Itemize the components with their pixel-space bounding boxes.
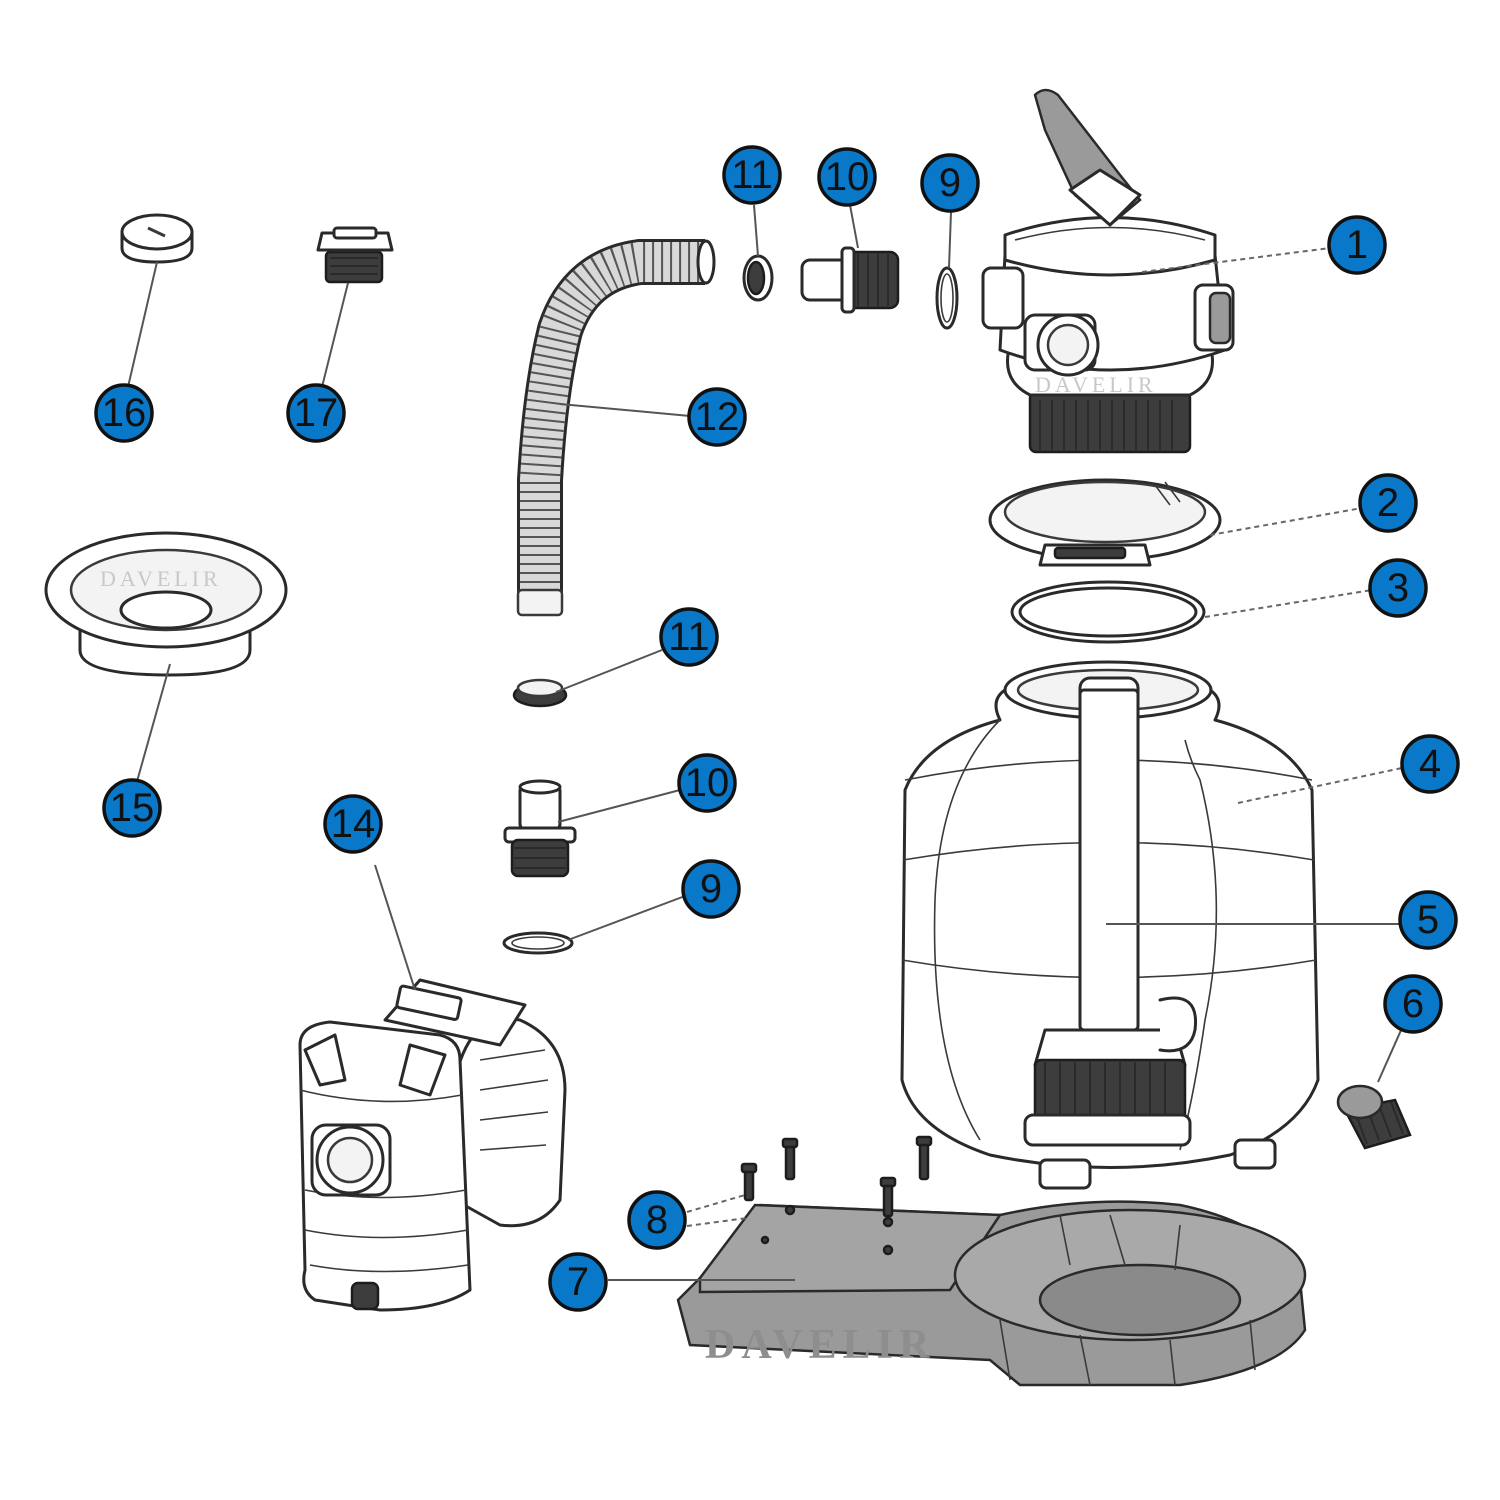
badge-4: 4 bbox=[1400, 734, 1460, 794]
hose-adapter-lower bbox=[503, 779, 577, 878]
badge-11-lower: 11 bbox=[659, 607, 719, 667]
end-cap bbox=[120, 213, 194, 264]
multiport-valve bbox=[981, 88, 1235, 454]
badge-12-label: 12 bbox=[695, 395, 740, 439]
badge-5: 5 bbox=[1398, 890, 1458, 950]
tank-o-ring bbox=[1010, 580, 1206, 644]
badge-11-lower-label: 11 bbox=[668, 615, 710, 659]
badge-12: 12 bbox=[687, 387, 747, 447]
badge-4-label: 4 bbox=[1419, 742, 1441, 786]
badge-14: 14 bbox=[323, 794, 383, 854]
badge-10-top: 10 bbox=[817, 147, 877, 207]
badge-16: 16 bbox=[94, 383, 154, 443]
badge-8: 8 bbox=[627, 1190, 687, 1250]
filter-base: DAVELIR bbox=[676, 1200, 1307, 1387]
badge-9-lower-label: 9 bbox=[700, 867, 722, 911]
union-o-ring-lower bbox=[502, 931, 574, 955]
strainer-watermark: DAVELIR bbox=[100, 566, 222, 591]
badge-11-top-label: 11 bbox=[731, 153, 773, 197]
valve-watermark: DAVELIR bbox=[1035, 372, 1157, 397]
badge-7-label: 7 bbox=[567, 1260, 589, 1304]
badge-15: 15 bbox=[102, 778, 162, 838]
badge-2-label: 2 bbox=[1377, 481, 1399, 525]
badge-5-label: 5 bbox=[1417, 898, 1439, 942]
flexible-hose bbox=[516, 239, 716, 617]
badge-6: 6 bbox=[1383, 974, 1443, 1034]
badge-16-label: 16 bbox=[102, 391, 147, 435]
badge-3-label: 3 bbox=[1387, 566, 1409, 610]
threaded-plug bbox=[316, 226, 394, 284]
badge-3: 3 bbox=[1368, 558, 1428, 618]
badge-14-label: 14 bbox=[331, 802, 376, 846]
badge-9-top-label: 9 bbox=[939, 161, 961, 205]
badge-8-label: 8 bbox=[646, 1198, 668, 1242]
base-watermark: DAVELIR bbox=[705, 1322, 935, 1368]
badge-15-label: 15 bbox=[110, 786, 155, 830]
badge-11-top: 11 bbox=[722, 145, 782, 205]
union-o-ring-top bbox=[935, 266, 959, 330]
filter-pump bbox=[298, 978, 567, 1312]
hose-adapter-top bbox=[800, 246, 900, 314]
hose-nut-top bbox=[742, 254, 774, 302]
leader-lines bbox=[127, 204, 1403, 1281]
drain-plug bbox=[1336, 1084, 1412, 1150]
badge-2: 2 bbox=[1358, 473, 1418, 533]
badge-1: 1 bbox=[1327, 215, 1387, 275]
base-screws bbox=[740, 1135, 933, 1218]
badge-17-label: 17 bbox=[294, 391, 339, 435]
badge-10-lower-label: 10 bbox=[685, 761, 730, 805]
badge-6-label: 6 bbox=[1402, 982, 1424, 1026]
standpipe-lateral-assembly bbox=[1023, 676, 1198, 1147]
badge-9-top: 9 bbox=[920, 153, 980, 213]
tank-clamp bbox=[988, 478, 1222, 567]
strainer-ring: DAVELIR bbox=[44, 531, 288, 677]
badge-10-lower: 10 bbox=[677, 753, 737, 813]
hose-nut-lower bbox=[512, 678, 568, 708]
badge-1-label: 1 bbox=[1346, 223, 1368, 267]
badge-17: 17 bbox=[286, 383, 346, 443]
badge-7: 7 bbox=[548, 1252, 608, 1312]
badge-10-top-label: 10 bbox=[825, 155, 870, 199]
badge-9-lower: 9 bbox=[681, 859, 741, 919]
